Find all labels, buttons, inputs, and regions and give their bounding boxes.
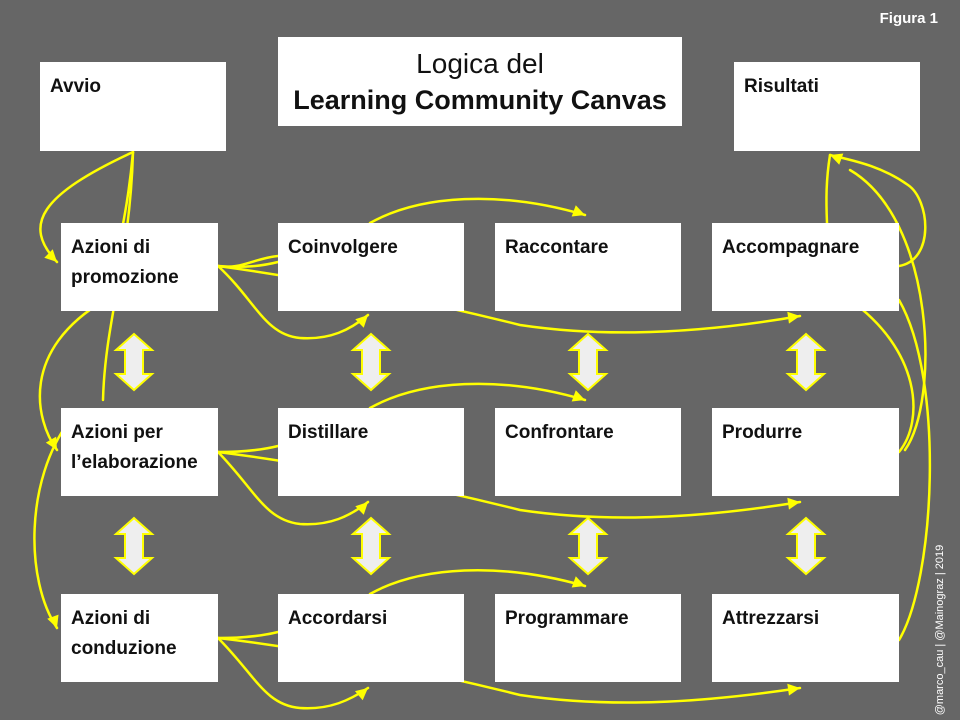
node-promozione-line-2: promozione: [71, 267, 179, 288]
node-promozione-line-1: Azioni di: [71, 237, 151, 258]
node-accompagnare-label: Accompagnare: [722, 237, 860, 258]
node-attrezzarsi: Attrezzarsi: [712, 594, 899, 682]
node-produrre: Produrre: [712, 408, 899, 496]
connector-right-loop-produrre: [848, 298, 915, 454]
node-avvio: Avvio: [40, 62, 226, 151]
node-coinvolgere-label: Coinvolgere: [288, 237, 398, 258]
node-confrontare-label: Confrontare: [505, 422, 614, 443]
connector-elaborazione-to-distillare: [216, 444, 280, 454]
connector-coinvolgere-to-raccontare: [368, 197, 587, 225]
node-conduzione-line-1: Azioni di: [71, 608, 151, 629]
node-distillare: Distillare: [278, 408, 464, 496]
node-risultati: Risultati: [734, 62, 920, 151]
connector-promozione-to-coinvolgere-low: [216, 264, 370, 340]
connector-avvio-to-promozione: [39, 150, 135, 264]
diagram-title: Logica del Learning Community Canvas: [278, 37, 682, 126]
connector-accompagnare-to-risultati-2: [825, 153, 832, 225]
node-distillare-label: Distillare: [288, 422, 369, 443]
node-accordarsi-label: Accordarsi: [288, 608, 388, 629]
node-conduzione-line-2: conduzione: [71, 638, 177, 659]
connector-right-loop-attrezzarsi: [897, 298, 932, 642]
node-elaborazione-line-1: Azioni per: [71, 422, 163, 443]
node-azioni-conduzione: Azioni di conduzione: [61, 594, 218, 682]
connector-right-long: [848, 168, 927, 452]
node-confrontare: Confrontare: [495, 408, 681, 496]
node-elaborazione-line-2: l’elaborazione: [71, 452, 198, 473]
node-produrre-label: Produrre: [722, 422, 803, 443]
node-programmare-label: Programmare: [505, 608, 629, 629]
node-accompagnare: Accompagnare: [712, 223, 899, 311]
connector-conduzione-to-accordarsi: [216, 630, 280, 640]
connector-elaborazione-to-distillare-low: [216, 450, 370, 526]
node-coinvolgere: Coinvolgere: [278, 223, 464, 311]
node-accordarsi: Accordarsi: [278, 594, 464, 682]
title-line-2: Learning Community Canvas: [293, 85, 667, 115]
connector-accompagnare-to-risultati-1: [828, 153, 927, 268]
connector-distillare-to-confrontare: [368, 382, 587, 410]
node-azioni-elaborazione: Azioni per l’elaborazione: [61, 408, 218, 496]
node-raccontare: Raccontare: [495, 223, 681, 311]
node-programmare: Programmare: [495, 594, 681, 682]
node-azioni-promozione: Azioni di promozione: [61, 223, 218, 311]
node-attrezzarsi-label: Attrezzarsi: [722, 608, 820, 629]
title-line-1: Logica del: [416, 48, 544, 79]
connector-conduzione-to-accordarsi-low: [216, 636, 370, 710]
node-risultati-label: Risultati: [744, 76, 819, 97]
connector-accordarsi-to-programmare: [368, 568, 587, 596]
figure-label: Figura 1: [879, 10, 938, 27]
node-avvio-label: Avvio: [50, 76, 102, 97]
node-raccontare-label: Raccontare: [505, 237, 609, 258]
